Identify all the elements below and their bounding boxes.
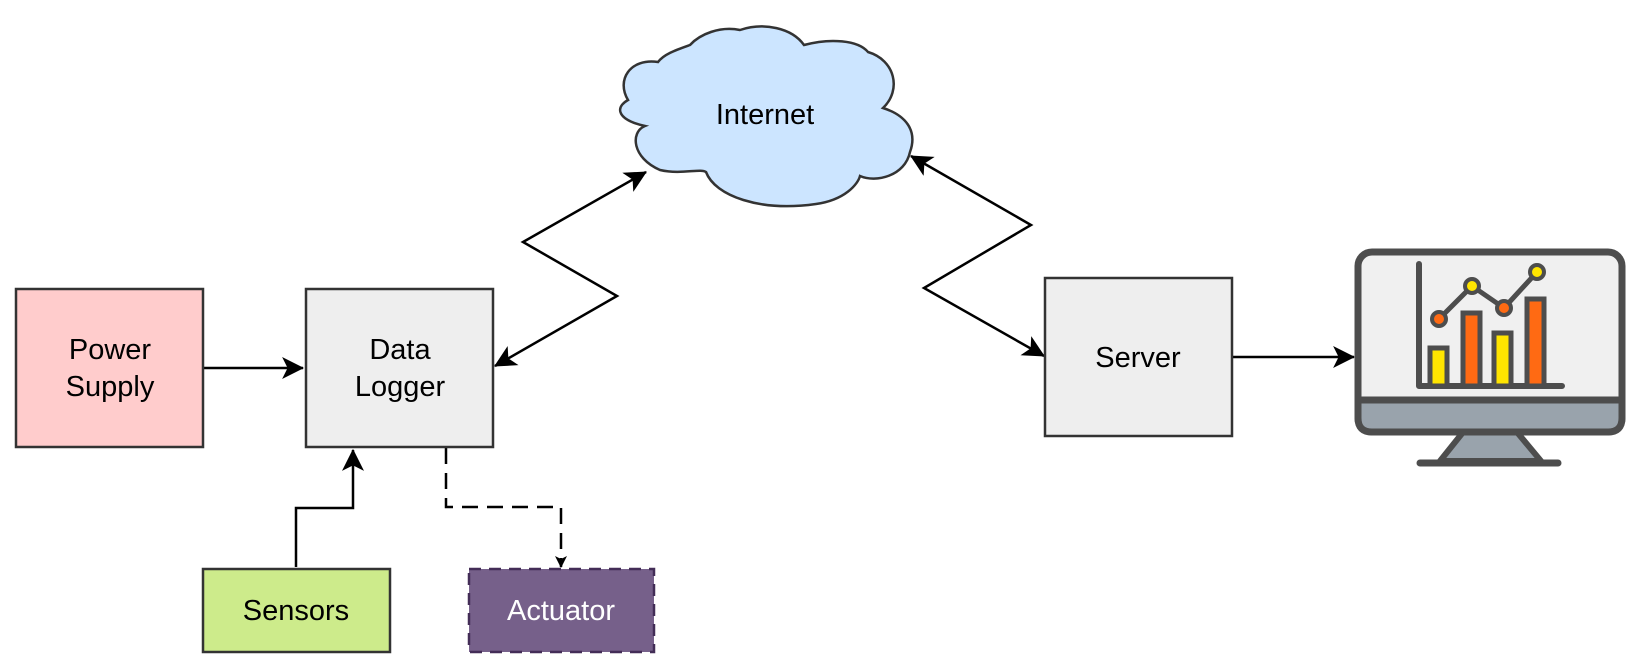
power-supply-label-line1: Power [69, 334, 152, 366]
node-actuator[interactable]: Actuator [467, 567, 656, 654]
internet-label: Internet [716, 99, 814, 131]
chart-bar-3 [1491, 330, 1514, 389]
chart-bar-1 [1427, 345, 1450, 389]
node-server[interactable]: Server [1043, 276, 1234, 438]
node-data-logger[interactable]: Data Logger [304, 287, 495, 449]
server-label: Server [1095, 342, 1181, 374]
chart-axes [1416, 261, 1565, 389]
edge-logger-internet [494, 170, 647, 368]
chart-bar-4 [1524, 296, 1547, 389]
chart-point-2 [1463, 277, 1481, 295]
chart-point-4 [1528, 263, 1546, 281]
edge-internet-server [910, 154, 1045, 358]
connectors [203, 154, 1356, 568]
cloud-shape [618, 25, 914, 208]
chart-point-1 [1430, 310, 1448, 328]
chart-point-3 [1495, 299, 1513, 317]
node-internet[interactable]: Internet [618, 25, 914, 208]
monitor-chart-icon[interactable] [1354, 248, 1626, 467]
data-logger-label-line2: Logger [355, 371, 446, 403]
edge-sensors-to-logger [294, 448, 364, 567]
power-supply-label-line2: Supply [66, 371, 155, 403]
chart-trend-line [1437, 270, 1539, 321]
edge-logger-to-actuator [444, 448, 567, 568]
chart-bar-2 [1460, 310, 1483, 389]
actuator-label: Actuator [507, 595, 615, 627]
node-power-supply[interactable]: Power Supply [14, 287, 205, 449]
data-logger-label-line1: Data [369, 334, 431, 366]
sensors-label: Sensors [243, 595, 349, 627]
monitor-bezel [1354, 396, 1626, 436]
node-sensors[interactable]: Sensors [201, 567, 392, 654]
